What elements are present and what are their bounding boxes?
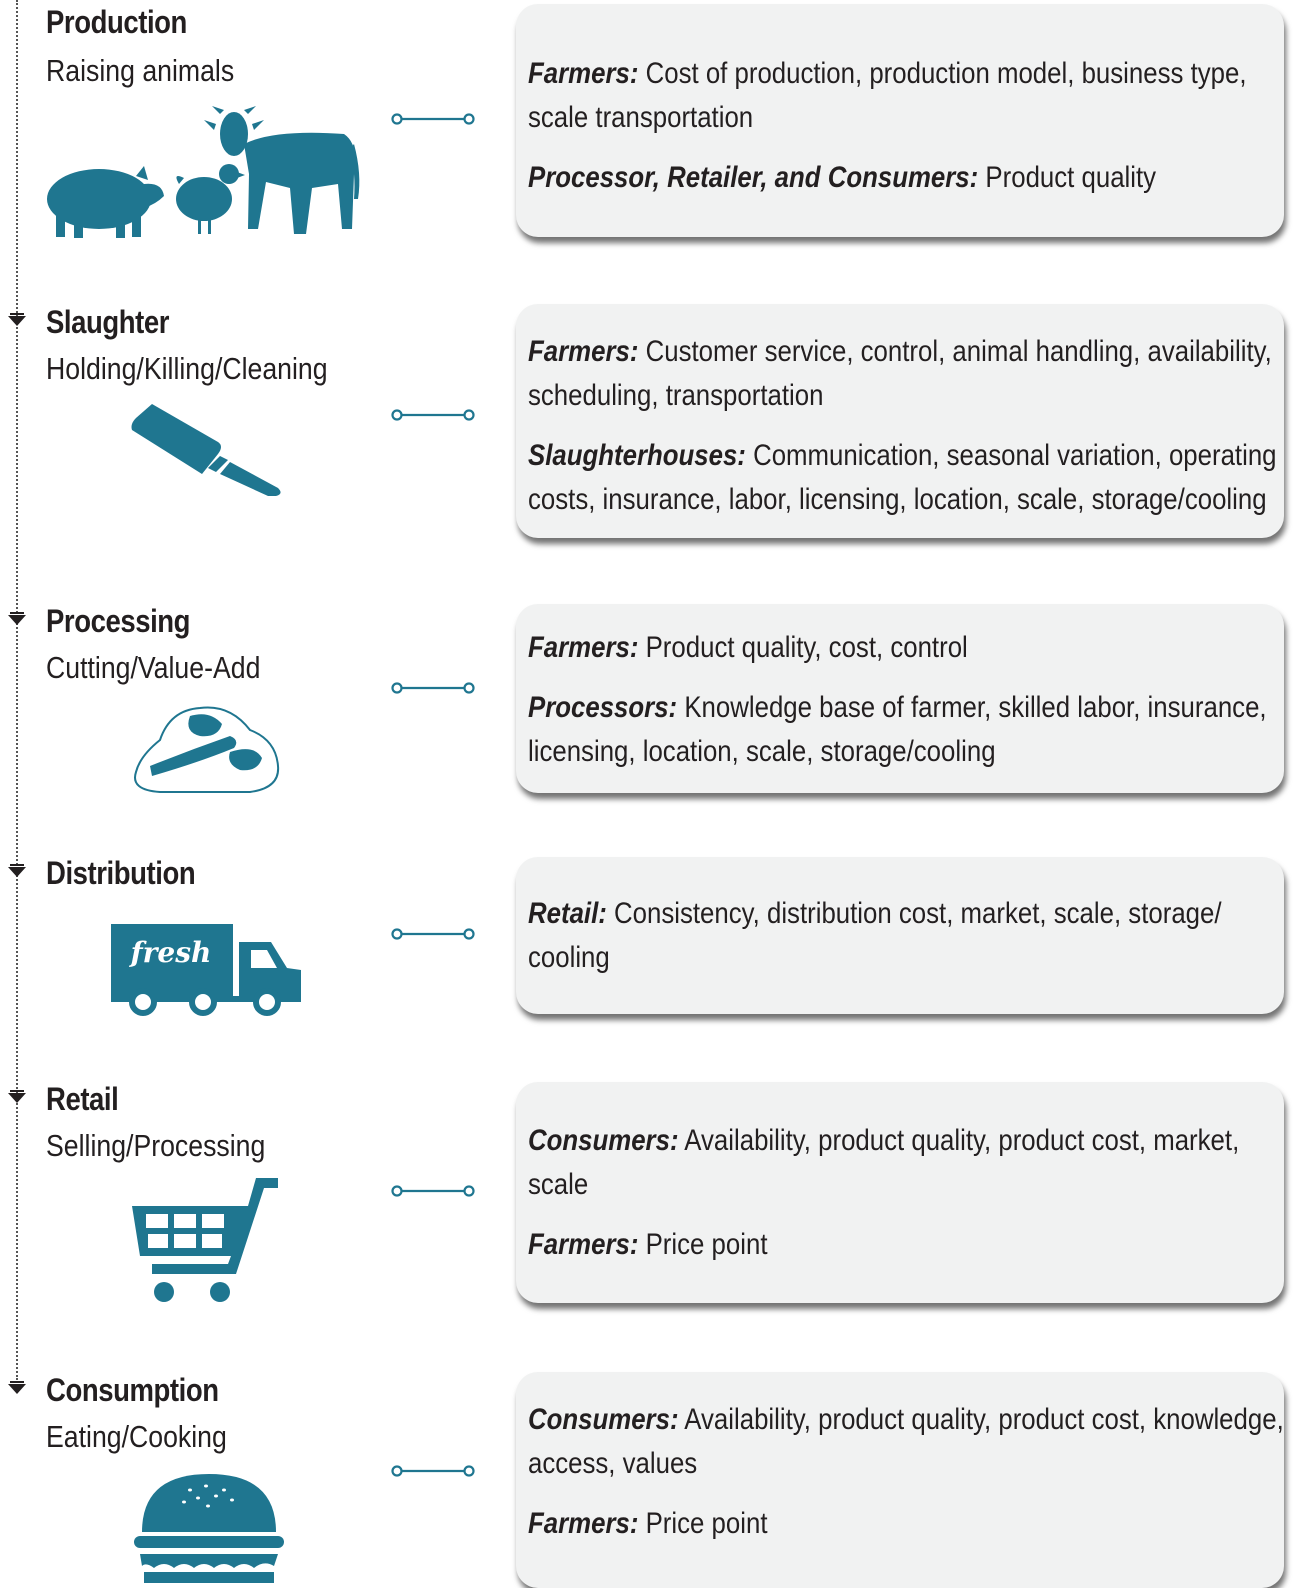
stage-notes-card: Consumers: Availability, product quality… [516, 1372, 1284, 1588]
note-role: Farmers: [528, 1507, 639, 1540]
note-paragraph: Consumers: Availability, product quality… [528, 1119, 1293, 1207]
connector-line [391, 928, 475, 940]
note-paragraph: Farmers: Product quality, cost, control [528, 626, 1293, 670]
stage-subtitle: Eating/Cooking [46, 1419, 227, 1454]
truck-label: fresh [129, 936, 212, 969]
shopping-cart-icon [132, 1178, 282, 1306]
note-text: Product quality, cost, control [638, 631, 968, 664]
connector-line [391, 682, 475, 694]
truck-icon: fresh [111, 924, 303, 1016]
note-role: Slaughterhouses: [528, 439, 746, 472]
timeline-arrow-icon [8, 1090, 26, 1103]
note-paragraph: Farmers: Price point [528, 1223, 1293, 1267]
stage-title: Production [46, 4, 187, 40]
steak-icon [130, 700, 282, 796]
note-text: Price point [638, 1507, 768, 1540]
note-text: Cost of production, production model, bu… [528, 57, 1247, 134]
note-paragraph: Farmers: Cost of production, production … [528, 52, 1293, 140]
note-paragraph: Farmers: Price point [528, 1502, 1293, 1546]
stage-notes-card: Farmers: Cost of production, production … [516, 4, 1284, 237]
note-role: Farmers: [528, 631, 639, 664]
connector-line [391, 1185, 475, 1197]
stage-notes-card: Retail: Consistency, distribution cost, … [516, 857, 1284, 1014]
note-role: Farmers: [528, 57, 639, 90]
note-role: Processor, Retailer, and Consumers: [528, 161, 979, 194]
connector-line [391, 409, 475, 421]
timeline-arrow-icon [8, 1381, 26, 1394]
stage-notes-card: Consumers: Availability, product quality… [516, 1082, 1284, 1303]
note-paragraph: Processors: Knowledge base of farmer, sk… [528, 686, 1293, 774]
stage-subtitle: Selling/Processing [46, 1128, 266, 1163]
connector-line [391, 113, 475, 125]
note-role: Consumers: [528, 1403, 679, 1436]
note-text: Customer service, control, animal handli… [528, 335, 1272, 412]
note-text: Availability, product quality, product c… [528, 1403, 1284, 1480]
timeline-arrow-icon [8, 313, 26, 326]
note-role: Retail: [528, 897, 607, 930]
stage-title: Slaughter [46, 304, 170, 340]
timeline-dotted-line [16, 0, 18, 1380]
note-text: Knowledge base of farmer, skilled labor,… [528, 691, 1267, 768]
note-role: Farmers: [528, 335, 639, 368]
note-paragraph: Consumers: Availability, product quality… [528, 1398, 1293, 1486]
note-paragraph: Retail: Consistency, distribution cost, … [528, 892, 1293, 980]
stage-title: Consumption [46, 1372, 219, 1408]
timeline-arrow-icon [8, 864, 26, 877]
burger-icon [134, 1474, 284, 1583]
stage-notes-card: Farmers: Customer service, control, anim… [516, 304, 1284, 538]
stage-title: Retail [46, 1081, 119, 1117]
note-role: Processors: [528, 691, 678, 724]
note-paragraph: Slaughterhouses: Communication, seasonal… [528, 434, 1293, 522]
stage-title: Processing [46, 603, 191, 639]
cleaver-icon [128, 404, 284, 498]
stage-title: Distribution [46, 855, 196, 891]
connector-line [391, 1465, 475, 1477]
stage-subtitle: Holding/Killing/Cleaning [46, 351, 328, 386]
note-role: Consumers: [528, 1124, 679, 1157]
note-role: Farmers: [528, 1228, 639, 1261]
note-text: Communication, seasonal variation, opera… [528, 439, 1277, 516]
note-text: Availability, product quality, product c… [528, 1124, 1240, 1201]
note-text: Price point [638, 1228, 768, 1261]
stage-subtitle: Raising animals [46, 53, 235, 88]
note-text: Product quality [978, 161, 1157, 194]
stage-notes-card: Farmers: Product quality, cost, control … [516, 604, 1284, 793]
livestock-icon [44, 104, 364, 239]
note-text: Consistency, distribution cost, market, … [528, 897, 1222, 974]
stage-subtitle: Cutting/Value-Add [46, 650, 261, 685]
note-paragraph: Processor, Retailer, and Consumers: Prod… [528, 156, 1293, 200]
note-paragraph: Farmers: Customer service, control, anim… [528, 330, 1293, 418]
timeline-arrow-icon [8, 612, 26, 625]
